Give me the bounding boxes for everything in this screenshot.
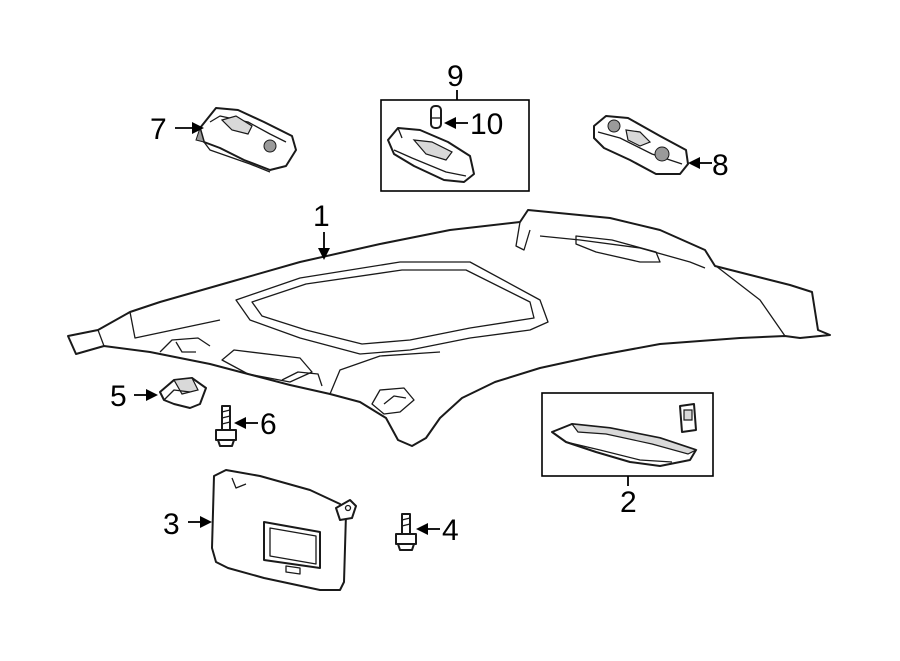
callout-3-arrow [200,516,212,528]
console-panel-icon [551,423,698,467]
dome-lamp-icon [195,107,297,173]
callout-4-label: 4 [442,514,459,547]
callout-7-label: 7 [150,113,167,146]
callout-2-label: 2 [620,486,637,519]
map-lamp-assembly-icon [387,127,475,183]
callout-10-arrow [444,117,456,129]
callout-1-arrow [318,248,330,260]
callout-10-label: 10 [470,108,503,141]
callout-9-label: 9 [447,60,464,93]
callout-1-label: 1 [313,200,330,233]
map-lamp-group-box [380,99,530,192]
callout-6-label: 6 [260,408,277,441]
callout-4-arrow [416,523,428,535]
callout-6-arrow [234,417,246,429]
callout-8-arrow [688,157,700,169]
visor-clip-icon [159,377,207,409]
bulb-icon [430,105,442,129]
callout-3-label: 3 [163,508,180,541]
sun-visor-icon [211,469,357,591]
screw-icon [395,513,417,551]
callout-7-arrow [192,122,204,134]
callout-5-arrow [146,389,158,401]
dome-lamp-icon [593,115,689,175]
headliner-panel-icon [67,209,831,447]
clip-icon [679,403,697,433]
callout-8-label: 8 [712,149,729,182]
callout-5-label: 5 [110,380,127,413]
screw-icon [215,405,237,447]
